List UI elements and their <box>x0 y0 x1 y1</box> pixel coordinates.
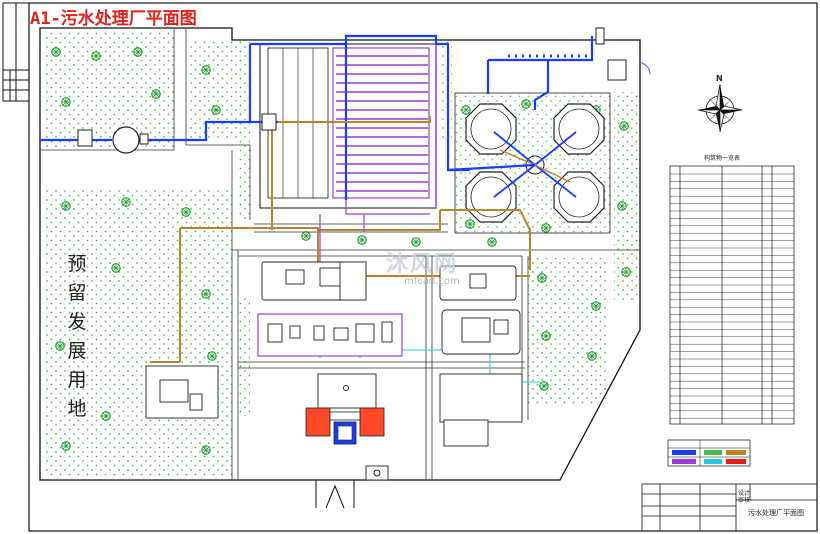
drawing-frame <box>28 2 818 532</box>
pipe-legend <box>667 439 751 467</box>
tree-icon <box>536 272 548 284</box>
title-block <box>641 483 818 532</box>
compass-label: N <box>716 74 723 83</box>
inlet-structures <box>77 27 627 154</box>
left-title-strip <box>2 2 30 102</box>
buildings <box>145 261 523 481</box>
tank-icon <box>553 103 605 155</box>
tree-icon <box>180 206 192 218</box>
site-boundary <box>39 27 641 481</box>
roads <box>40 28 640 480</box>
office-building <box>305 407 385 445</box>
legend-table <box>669 165 795 425</box>
tree-icon <box>60 440 72 452</box>
tree-icon <box>54 340 66 352</box>
tree-icon <box>590 300 602 312</box>
gate-icon <box>315 480 355 509</box>
clarifier-group <box>454 92 611 234</box>
tree-icon <box>540 222 552 234</box>
tree-icon <box>200 288 212 300</box>
tree-icon <box>620 266 632 278</box>
title-block-design: 设计 <box>738 490 751 497</box>
green-areas <box>44 32 638 478</box>
tree-icon <box>356 234 368 246</box>
tree-icon <box>616 200 628 212</box>
drawing-name: 污水处理厂平面图 <box>748 509 804 517</box>
tank-icon <box>553 171 605 223</box>
tree-icon <box>110 262 122 274</box>
tree-icon <box>486 236 498 248</box>
tree-icon <box>150 88 162 100</box>
tree-icon <box>90 50 102 62</box>
tree-icon <box>300 230 312 242</box>
tree-icon <box>210 104 222 116</box>
tree-icon <box>540 330 552 342</box>
tree-icon <box>200 444 212 456</box>
tree-icon <box>618 120 630 132</box>
tank-icon <box>465 103 517 155</box>
tree-icon <box>120 196 132 208</box>
legend-title: 构筑物一览表 <box>704 155 741 162</box>
page-title: A1-污水处理厂平面图 <box>30 9 197 29</box>
watermark-url: mfcad.com <box>404 276 460 287</box>
reserved-area-label: 预留发展用地 <box>67 253 87 420</box>
tank-icon <box>465 171 517 223</box>
tree-icon <box>60 96 72 108</box>
title-block-review: 审核 <box>738 497 751 504</box>
biological-tank <box>259 43 437 209</box>
tree-icon <box>206 350 218 362</box>
north-arrow-icon <box>697 83 743 133</box>
tree-icon <box>464 218 476 230</box>
tree-icon <box>60 200 72 212</box>
tree-icon <box>100 410 112 422</box>
tree-icon <box>520 98 532 110</box>
watermark-logo: 沐风网 <box>386 252 459 277</box>
tree-icon <box>460 104 472 116</box>
tree-icon <box>538 380 550 392</box>
tree-icon <box>50 46 62 58</box>
tree-icon <box>200 64 212 76</box>
tree-icon <box>586 350 598 362</box>
tree-icon <box>132 46 144 58</box>
